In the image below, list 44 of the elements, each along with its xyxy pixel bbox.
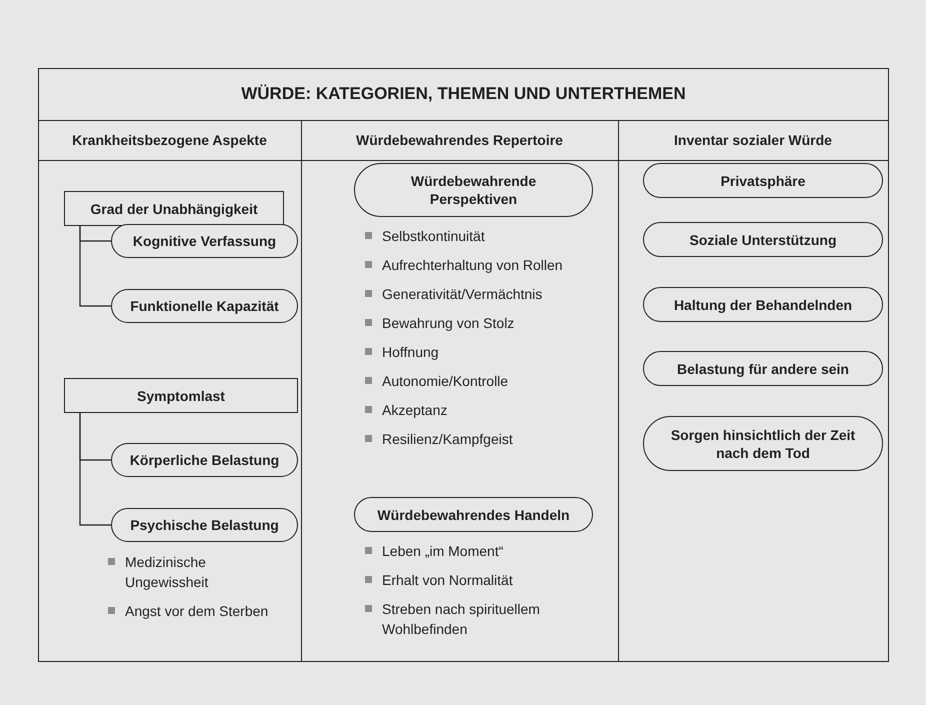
list-item-text: Angst vor dem Sterben (125, 602, 268, 621)
node-text: Kognitive Verfassung (132, 232, 276, 250)
node-text: Körperliche Belastung (130, 451, 280, 469)
node-text: Sorgen hinsichtlich der Zeit nach dem Tod (670, 426, 856, 462)
list-item-text: Bewahrung von Stolz (382, 314, 514, 333)
theme-pill (111, 224, 298, 258)
theme-pill (643, 287, 883, 322)
node-text: Soziale Unterstützung (689, 230, 836, 248)
list-item-text: Aufrechterhaltung von Rollen (382, 256, 563, 275)
theme-pill (643, 222, 883, 257)
theme-pill (111, 443, 298, 477)
theme-pill (643, 163, 883, 198)
node-text: Grad der Unabhängigkeit (90, 200, 258, 218)
connector-line (79, 413, 111, 526)
list-item-text: Streben nach spirituellem Wohlbefinden (382, 600, 541, 639)
list-item-text: Hoffnung (382, 343, 439, 362)
theme-pill (111, 508, 298, 542)
node-text: Haltung der Behandelnden (674, 296, 852, 314)
table-title: WÜRDE: KATEGORIEN, THEMEN UND UNTERTHEMEN (241, 83, 686, 106)
node-text: Würdebewahrendes Handeln (377, 506, 570, 524)
list-item-text: Akzeptanz (382, 401, 448, 420)
list-item-text: Selbstkontinuität (382, 227, 485, 246)
node-text: Belastung für andere sein (677, 360, 849, 378)
theme-pill (643, 351, 883, 386)
column-header: Krankheitsbezogene Aspekte (72, 131, 267, 150)
theme-pill (354, 497, 593, 532)
list-item-text: Erhalt von Normalität (382, 571, 513, 590)
list-item-text: Medizinische Ungewissheit (125, 553, 210, 592)
theme-pill (354, 163, 593, 217)
column-header: Inventar sozialer Würde (674, 131, 832, 150)
connector-line (79, 226, 111, 307)
list-item-text: Leben „im Moment“ (382, 542, 504, 561)
category-box (64, 191, 284, 226)
list-item-text: Generativität/Vermächtnis (382, 285, 542, 304)
list-item-text: Resilienz/Kampfgeist (382, 430, 513, 449)
category-box (64, 378, 298, 413)
theme-pill (111, 289, 298, 323)
node-text: Funktionelle Kapazität (130, 297, 279, 315)
node-text: Würdebewahrende Perspektiven (410, 172, 538, 208)
node-text: Privatsphäre (720, 172, 806, 190)
column-header: Würdebewahrendes Repertoire (356, 131, 563, 150)
node-text: Psychische Belastung (130, 516, 279, 534)
node-text: Symptomlast (137, 386, 225, 404)
list-item-text: Autonomie/Kontrolle (382, 372, 508, 391)
